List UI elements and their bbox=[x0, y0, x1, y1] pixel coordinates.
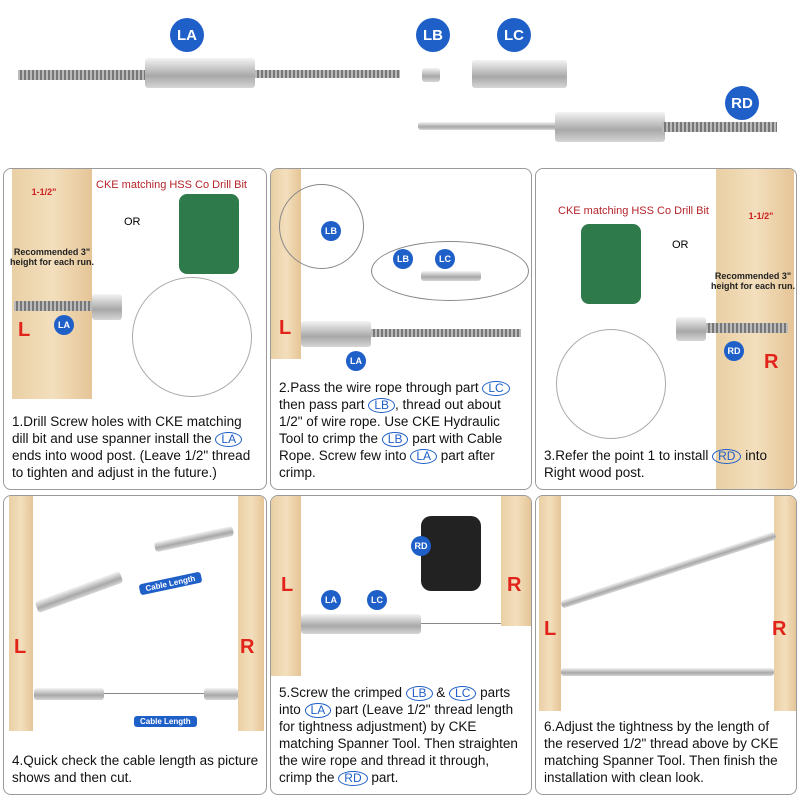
cable bbox=[104, 693, 204, 694]
left-label: L bbox=[281, 574, 294, 596]
lb-part bbox=[422, 68, 440, 82]
la-lc-assembly bbox=[301, 614, 421, 634]
rd-badge: RD bbox=[724, 341, 744, 361]
part-la-badge: LA bbox=[170, 18, 204, 52]
rd-assembly bbox=[153, 525, 235, 553]
thread-length-label: 1-1/2" bbox=[748, 211, 774, 221]
rd-screw bbox=[662, 122, 777, 132]
lc-part bbox=[472, 60, 567, 88]
right-label: R bbox=[240, 636, 255, 658]
rd-part bbox=[204, 688, 238, 700]
cable bbox=[421, 623, 501, 624]
part-lc-badge: LC bbox=[497, 18, 531, 52]
rd-part bbox=[555, 112, 665, 142]
left-post bbox=[9, 496, 33, 731]
thread-length-label: 1-1/2" bbox=[31, 187, 57, 197]
recommend-note: Recommended 3" height for each run. bbox=[9, 247, 94, 267]
la-badge: LA bbox=[346, 351, 366, 371]
left-post bbox=[539, 496, 561, 711]
right-post bbox=[774, 496, 796, 711]
la-screw bbox=[18, 70, 148, 80]
part-rd-badge: RD bbox=[725, 86, 759, 120]
right-label: R bbox=[772, 618, 787, 640]
rd-part bbox=[676, 317, 706, 341]
step-1-panel: 1-1/2" Recommended 3" height for each ru… bbox=[3, 168, 267, 490]
screw bbox=[706, 323, 788, 333]
parts-ellipse bbox=[371, 241, 529, 301]
left-label: L bbox=[279, 317, 292, 339]
la-part bbox=[145, 58, 255, 88]
la-part bbox=[301, 321, 371, 347]
lc-part bbox=[421, 271, 481, 281]
cable-length-tag: Cable Length bbox=[138, 571, 203, 596]
la-assembly bbox=[34, 570, 124, 614]
rd-badge: RD bbox=[411, 536, 431, 556]
step-1-text: 1.Drill Screw holes with CKE matching di… bbox=[12, 414, 251, 480]
drill-icon bbox=[581, 224, 641, 304]
crimp-tool bbox=[421, 516, 481, 591]
zoom-circle bbox=[132, 277, 252, 397]
or-label: OR bbox=[124, 216, 141, 228]
step-2-text: 2.Pass the wire rope through part LC the… bbox=[279, 379, 525, 481]
rd-rod bbox=[418, 122, 558, 130]
lc-badge: LC bbox=[367, 590, 387, 610]
la-assembly-2 bbox=[34, 688, 104, 700]
lb-badge-2: LB bbox=[393, 249, 413, 269]
installed-cable-level bbox=[561, 668, 774, 676]
or-label: OR bbox=[672, 239, 689, 251]
crimp-tool-circle bbox=[279, 184, 364, 269]
step-5-text: 5.Screw the crimped LB & LC parts into L… bbox=[279, 685, 518, 786]
la-badge: LA bbox=[321, 590, 341, 610]
right-post bbox=[238, 496, 264, 731]
step-6-text: 6.Adjust the tightness by the length of … bbox=[544, 719, 779, 785]
la-badge: LA bbox=[54, 315, 74, 335]
recommend-note: Recommended 3" height for each run. bbox=[710, 271, 795, 291]
step-4-text: 4.Quick check the cable length as pictur… bbox=[12, 753, 259, 785]
step-3-panel: CKE matching HSS Co Drill Bit OR 1-1/2" … bbox=[535, 168, 797, 490]
screw bbox=[14, 301, 94, 311]
left-post bbox=[271, 496, 301, 676]
left-label: L bbox=[544, 618, 557, 640]
drill-icon bbox=[179, 194, 239, 274]
part-lb-badge: LB bbox=[416, 18, 450, 52]
drill-label: CKE matching HSS Co Drill Bit bbox=[558, 205, 709, 217]
cable-length-tag-2: Cable Length bbox=[134, 716, 197, 727]
installed-cable-angled bbox=[560, 531, 777, 609]
thread bbox=[371, 329, 521, 337]
left-label: L bbox=[14, 636, 27, 658]
right-label: R bbox=[507, 574, 522, 596]
step-3-text: 3.Refer the point 1 to install RD into R… bbox=[544, 448, 767, 480]
step-4-panel: Cable Length L R Cable Length 4.Quick ch… bbox=[3, 495, 267, 795]
step-2-panel: LB LB LC L LA 2.Pass the wire rope throu… bbox=[270, 168, 532, 490]
wood-post bbox=[12, 169, 92, 399]
step-6-panel: L R 6.Adjust the tightness by the length… bbox=[535, 495, 797, 795]
lb-badge: LB bbox=[321, 221, 341, 241]
right-label: R bbox=[764, 351, 779, 373]
zoom-circle bbox=[556, 329, 666, 439]
la-thread bbox=[255, 70, 400, 78]
lc-badge: LC bbox=[435, 249, 455, 269]
left-label: L bbox=[18, 319, 31, 341]
drill-label: CKE matching HSS Co Drill Bit bbox=[96, 179, 247, 191]
step-5-panel: RD L R LA LC 5.Screw the crimped LB & LC… bbox=[270, 495, 532, 795]
right-post bbox=[501, 496, 531, 626]
la-part bbox=[92, 294, 122, 320]
